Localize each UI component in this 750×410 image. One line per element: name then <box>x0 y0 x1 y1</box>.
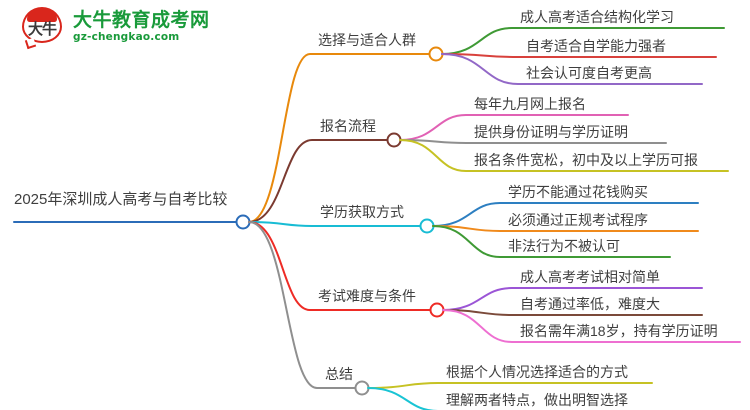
leaf-label-2-2: 非法行为不被认可 <box>508 238 620 254</box>
leaf-label-1-1: 提供身份证明与学历证明 <box>474 124 628 140</box>
root-node-circle[interactable] <box>235 214 251 230</box>
logo-mark-glyph: 大牛 <box>27 19 57 38</box>
leaf-connector <box>399 139 729 172</box>
branch-label-1: 报名流程 <box>320 118 376 134</box>
branch-trunk <box>248 139 388 223</box>
leaf-connector <box>367 387 652 410</box>
branch-node-circle-4[interactable] <box>354 380 370 396</box>
branch-trunk <box>248 221 356 389</box>
leaf-label-2-0: 学历不能通过花钱购买 <box>508 184 648 200</box>
leaf-connector <box>399 114 629 141</box>
leaf-label-4-1: 理解两者特点，做出明智选择 <box>446 392 628 408</box>
logo-brand-name: 大牛教育成考网 <box>73 9 210 32</box>
branch-node-circle-0[interactable] <box>428 46 444 62</box>
branch-node-circle-1[interactable] <box>386 132 402 148</box>
leaf-label-0-0: 成人高考适合结构化学习 <box>520 9 674 25</box>
leaf-label-3-0: 成人高考考试相对简单 <box>520 269 660 285</box>
leaf-connector <box>442 287 703 311</box>
leaf-connector <box>399 139 667 144</box>
branch-label-3: 考试难度与条件 <box>318 288 416 304</box>
leaf-label-0-2: 社会认可度自考更高 <box>526 65 652 81</box>
branch-node-circle-3[interactable] <box>429 302 445 318</box>
branch-trunk <box>248 221 431 311</box>
leaf-label-1-0: 每年九月网上报名 <box>474 96 586 112</box>
leaf-label-3-1: 自考通过率低，难度大 <box>520 296 660 312</box>
branch-label-0: 选择与适合人群 <box>318 32 416 48</box>
root-node-label: 2025年深圳成人高考与自考比较 <box>14 191 228 208</box>
leaf-connector <box>367 382 653 389</box>
leaf-connector <box>441 53 717 58</box>
speech-bubble-logo-icon: 大牛 <box>22 7 66 50</box>
leaf-label-1-2: 报名条件宽松，初中及以上学历可报 <box>474 152 698 168</box>
leaf-connector <box>441 27 725 55</box>
leaf-label-0-1: 自考适合自学能力强者 <box>526 38 666 54</box>
leaf-connector <box>441 53 703 85</box>
leaf-label-3-2: 报名需年满18岁，持有学历证明 <box>520 323 718 339</box>
branch-label-2: 学历获取方式 <box>320 204 404 220</box>
leaf-label-4-0: 根据个人情况选择适合的方式 <box>446 364 628 380</box>
leaf-label-2-1: 必须通过正规考试程序 <box>508 212 648 228</box>
branch-node-circle-2[interactable] <box>419 218 435 234</box>
logo-brand-url: gz-chengkao.com <box>73 31 180 44</box>
branch-label-4: 总结 <box>325 366 353 382</box>
leaf-connector <box>432 225 671 258</box>
branch-trunk <box>248 53 430 223</box>
leaf-connector <box>442 309 741 343</box>
site-logo[interactable]: 大牛 大牛教育成考网 gz-chengkao.com <box>22 7 210 50</box>
leaf-connector <box>432 202 699 227</box>
branch-trunk <box>248 221 421 227</box>
